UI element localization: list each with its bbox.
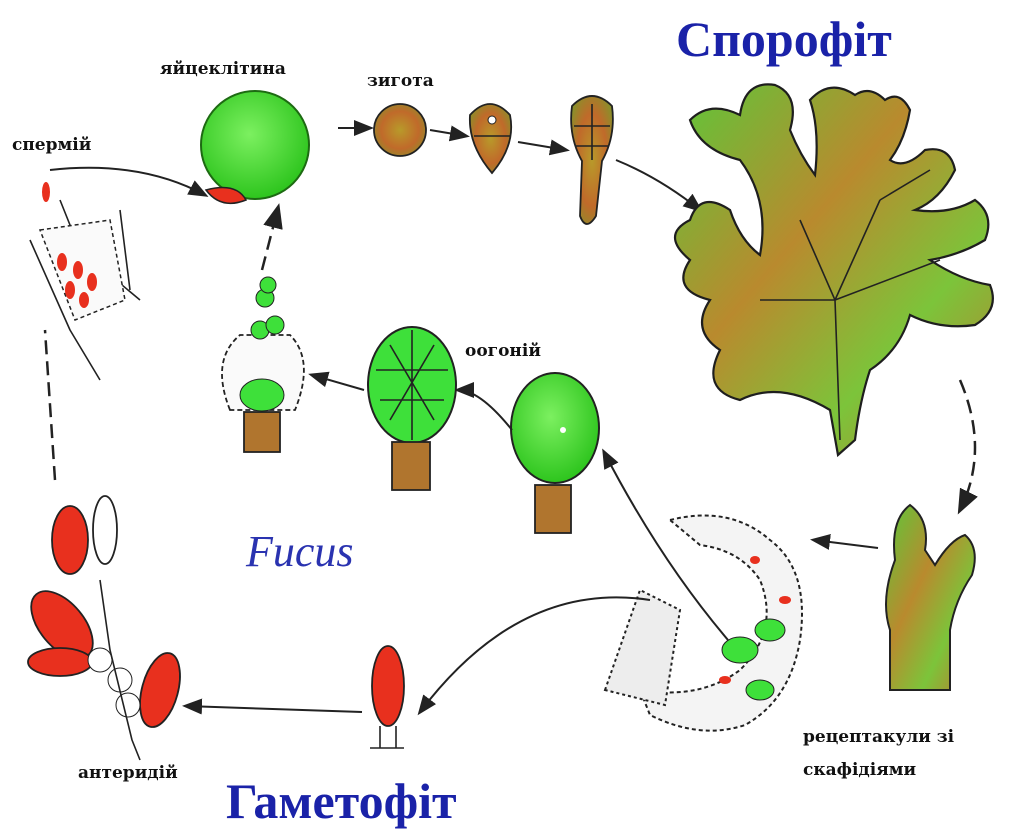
zygote-dividing	[470, 104, 511, 173]
gametophyte-title: Гаметофіт	[226, 773, 457, 829]
genus-label: Fucus	[245, 527, 354, 576]
oogonium-divided	[368, 327, 456, 490]
sperm-label: спермій	[12, 135, 92, 155]
conceptacle-section	[605, 516, 802, 731]
antheridium-single	[370, 646, 404, 748]
sporophyte-title: Спорофіт	[676, 11, 892, 67]
oogonium-releasing	[222, 277, 304, 452]
zygote-cell	[374, 104, 426, 156]
sporophyte-thallus	[675, 84, 993, 455]
receptacles-label-line2: скафідіями	[803, 760, 917, 780]
receptacle-tip	[886, 505, 975, 690]
oogonium-single	[511, 373, 599, 533]
egg-cell	[201, 91, 309, 203]
antheridia-cluster	[19, 496, 187, 760]
egg-cell-label: яйцеклітина	[160, 59, 286, 79]
zygote-label: зигота	[367, 71, 434, 91]
receptacles-label-line1: рецептакули зі	[803, 727, 955, 747]
antheridium-label: антеридій	[78, 763, 178, 783]
oogonium-label: оогоній	[465, 341, 541, 361]
embryo-stage	[571, 96, 613, 224]
